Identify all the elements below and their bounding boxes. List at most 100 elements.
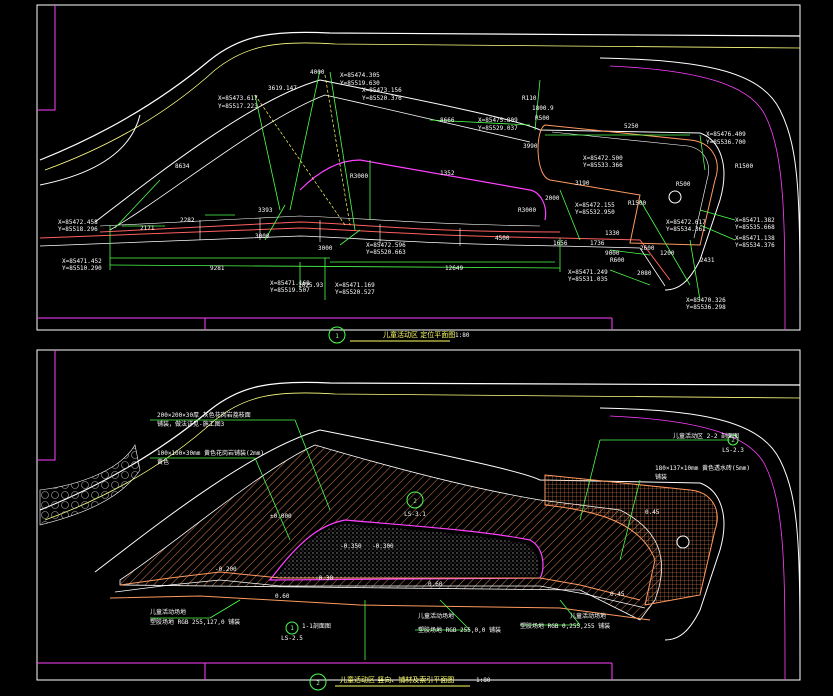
note-text: 儿童活动场地	[150, 608, 186, 616]
dim-label: 9281	[210, 265, 225, 272]
coord-label: Y=85533.366	[583, 162, 623, 169]
note-text: 塑胶场地 RGB 0,255,255 铺装	[520, 622, 610, 630]
note-text: 铺装	[655, 473, 667, 481]
note-text: 200×200×30厚 灰色花岗岩荔枝面	[157, 411, 251, 419]
note-text: 儿童活动场地	[570, 612, 606, 620]
coord-label: Y=85520.376	[362, 95, 402, 102]
coord-label: X=85471.138	[735, 235, 775, 242]
view-scale-2: 1:80	[476, 677, 491, 684]
bottom-panel: 2 LS-3.1 2 LS-2.3 1 LS-2.5 200×200×30厚 灰…	[36, 349, 801, 691]
coord-label: Y=85534.376	[735, 242, 775, 249]
coord-label: Y=85519.630	[340, 80, 380, 87]
note-text: 儿童活动区 2-2 剖面图	[673, 432, 739, 440]
coord-label: X=85472.155	[575, 202, 615, 209]
coord-label: X=85473.156	[362, 87, 402, 94]
dim-label: 3990	[523, 143, 538, 150]
coord-label: X=85471.249	[568, 269, 608, 276]
coord-label: Y=85534.361	[666, 226, 706, 233]
dim-label: R3000	[518, 207, 536, 214]
coord-label: X=85472.617	[666, 219, 706, 226]
dim-label: R600	[610, 257, 625, 264]
dim-label: 4500	[495, 235, 510, 242]
coord-label: Y=85518.296	[58, 226, 98, 233]
dim-label: 1330	[605, 230, 620, 237]
dim-label: 3000	[255, 233, 270, 240]
dim-label: 5250	[624, 123, 639, 130]
note-text: 塑胶场地 RGB 255,0,0 铺装	[418, 626, 501, 634]
coord-label: Y=85520.663	[366, 249, 406, 256]
dim-label: 9000	[605, 250, 620, 257]
coord-label: Y=85536.700	[706, 139, 746, 146]
level-labels: ±0.000 -0.300 -0.350 0.45 0.60 -0.200 -0…	[215, 509, 660, 600]
coord-label: X=85471.168	[270, 280, 310, 287]
dimension-labels: 3619.147 4000 8666 5250 R110 1800.9 3990…	[140, 69, 753, 289]
index-number: 2	[413, 498, 417, 505]
dim-label: R1500	[628, 200, 646, 207]
coord-label: Y=85531.035	[568, 276, 608, 283]
coord-label: Y=85519.507	[270, 287, 310, 294]
coord-label: X=85471.452	[62, 258, 102, 265]
dim-label: 1800.9	[532, 105, 554, 112]
dim-label: 3000	[318, 245, 333, 252]
coord-label: Y=85535.668	[735, 224, 775, 231]
dim-label: 2282	[180, 217, 195, 224]
dim-label: 2000	[545, 195, 560, 202]
level-label: ±0.000	[270, 513, 292, 520]
index-number: 1	[290, 625, 294, 632]
coord-label: X=85471.382	[735, 217, 775, 224]
annotation-notes: 200×200×30厚 灰色花岗岩荔枝面 铺装，做法详见-施工图3 100×10…	[150, 411, 750, 634]
coord-label: Y=85529.037	[478, 125, 518, 132]
note-text: 黄色	[157, 458, 169, 466]
coord-label: X=85476.409	[706, 131, 746, 138]
index-sheet: LS-2.5	[281, 635, 303, 642]
index-sheet: LS-2.3	[722, 447, 744, 454]
dim-label: R1500	[735, 163, 753, 170]
dim-label: 1352	[440, 170, 455, 177]
view-title-1: 儿童活动区 定位平面图	[383, 330, 455, 339]
dim-label: 2171	[140, 225, 155, 232]
note-text: 铺装，做法详见-施工图3	[157, 420, 225, 428]
coord-label: Y=85510.290	[62, 265, 102, 272]
note-text: 塑胶场地 RGB 255,127,0 铺装	[150, 618, 240, 626]
dim-label: 2600	[640, 245, 655, 252]
coord-label: X=85471.169	[335, 282, 375, 289]
level-label: 0.60	[275, 593, 290, 600]
note-text: 1-1剖面图	[302, 622, 331, 630]
level-label: 0.60	[428, 581, 443, 588]
dim-label: 1025.93	[298, 282, 324, 289]
coord-label: X=85472.458	[58, 219, 98, 226]
coord-label: Y=85536.298	[686, 304, 726, 311]
note-text: 180×137×10mm 黄色透水砖(5mm)	[655, 464, 750, 472]
coord-label: Y=85532.950	[575, 209, 615, 216]
dim-label: 1656	[553, 240, 568, 247]
coord-label: Y=85520.527	[335, 289, 375, 296]
dim-label: 1200	[660, 250, 675, 257]
dim-label: 8666	[440, 117, 455, 124]
index-number: 2	[731, 437, 735, 444]
level-label: -0.30	[315, 575, 333, 582]
coord-label: X=85473.617	[218, 95, 258, 102]
level-label: 0.45	[610, 591, 625, 598]
coord-label: Y=85517.223	[218, 103, 258, 110]
dim-label: 2080	[637, 270, 652, 277]
view-title-2: 儿童活动区 竖向、铺材及索引平面图	[340, 675, 454, 684]
dim-label: 8634	[175, 163, 190, 170]
coord-label: X=85475.809	[478, 117, 518, 124]
note-text: 100×100×30mm 黄色花岗岩铺装(2mm)	[157, 449, 264, 457]
level-label: -0.200	[215, 566, 237, 573]
dim-label: R3000	[350, 173, 368, 180]
dim-label: 12649	[445, 265, 463, 272]
view-number-1: 1	[335, 333, 339, 340]
coord-label: X=85474.305	[340, 72, 380, 79]
dim-label: R500	[535, 115, 550, 122]
view-number-circle-1	[328, 326, 346, 344]
dim-label: 4000	[310, 69, 325, 76]
coord-label: X=85470.326	[686, 297, 726, 304]
top-panel: 1 儿童活动区 定位平面图 1:80 X=85474.305 Y=85519.6…	[36, 4, 801, 344]
coord-label: X=85472.500	[583, 155, 623, 162]
dim-label: R110	[522, 95, 537, 102]
level-label: -0.350	[340, 543, 362, 550]
coord-label: X=85472.596	[366, 242, 406, 249]
dim-label: R500	[676, 181, 691, 188]
